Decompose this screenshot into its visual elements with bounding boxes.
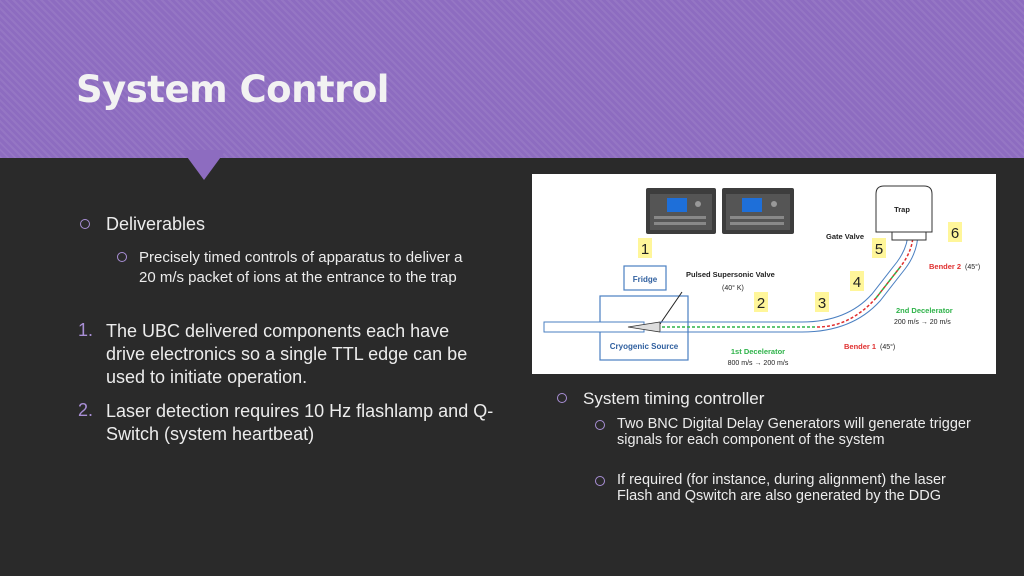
list-item-deliverables: Deliverables [106, 214, 206, 234]
list-number-1: 1. [78, 320, 94, 340]
second-decelerator-label: 2nd Decelerator [896, 306, 953, 315]
beamline-upper [660, 231, 909, 323]
bender-2-label: Bender 2 [929, 262, 961, 271]
marker-5: 5 [872, 238, 886, 258]
svg-text:3: 3 [818, 295, 826, 312]
bullet-circle-icon [595, 476, 605, 486]
list-item-deliverables-detail: Precisely timed controls of apparatus to… [139, 249, 463, 286]
pulsed-valve-label: Pulsed Supersonic Valve [686, 270, 775, 279]
list-item-timing-controller: System timing controller [583, 389, 765, 408]
gate-valve-label: Gate Valve [826, 232, 864, 241]
slide-title: System Control [76, 68, 389, 111]
fridge-box [623, 265, 667, 291]
svg-text:4: 4 [853, 274, 861, 291]
apparatus-diagram: Fridge Cryogenic Source Trap Gate Valve … [532, 174, 996, 374]
list-item-ubc-components: The UBC delivered components each have d… [106, 321, 468, 387]
beamline-lower [660, 231, 919, 333]
trap-chamber [875, 185, 933, 233]
marker-3: 3 [815, 292, 829, 312]
bender-1-label: Bender 1 [844, 342, 876, 351]
svg-text:2: 2 [757, 295, 765, 312]
svg-text:5: 5 [875, 241, 883, 258]
list-item-laser-detection: Laser detection requires 10 Hz flashlamp… [106, 401, 494, 444]
trap-label: Trap [894, 205, 910, 214]
delay-generator-2 [722, 188, 794, 234]
marker-4: 4 [850, 271, 864, 291]
fridge-label: Fridge [633, 275, 658, 284]
marker-1: 1 [638, 238, 652, 258]
marker-2: 2 [754, 292, 768, 312]
list-item-laser-ddg: If required (for instance, during alignm… [617, 472, 946, 504]
bender-1-angle: (45°) [880, 343, 895, 351]
second-decelerator-speed: 200 m/s → 20 m/s [894, 319, 951, 326]
supersonic-valve-nozzle [627, 321, 661, 333]
cryogenic-source-label: Cryogenic Source [610, 342, 679, 351]
svg-text:6: 6 [951, 225, 959, 242]
bender-2-angle: (45°) [965, 263, 980, 271]
bullet-circle-icon [117, 252, 127, 262]
svg-text:1: 1 [641, 241, 649, 258]
second-decelerator-line [875, 265, 902, 299]
list-item-bnc-generators: Two BNC Digital Delay Generators will ge… [617, 416, 971, 448]
first-decelerator-speed: 800 m/s → 200 m/s [728, 360, 789, 367]
first-decelerator-label: 1st Decelerator [731, 347, 785, 356]
gate-valve [891, 231, 927, 241]
valve-pointer-line [659, 291, 683, 325]
bullet-circle-icon [80, 219, 90, 229]
marker-6: 6 [948, 222, 962, 242]
apparatus-diagram-svg: Fridge Cryogenic Source Trap Gate Valve … [543, 185, 980, 367]
pulsed-valve-temp: (40° K) [722, 284, 744, 292]
bullet-circle-icon [595, 420, 605, 430]
title-banner [0, 0, 1024, 158]
bullet-circle-icon [557, 393, 567, 403]
list-number-2: 2. [78, 400, 94, 420]
delay-generator-1 [646, 188, 716, 234]
title-banner-notch [182, 150, 226, 180]
